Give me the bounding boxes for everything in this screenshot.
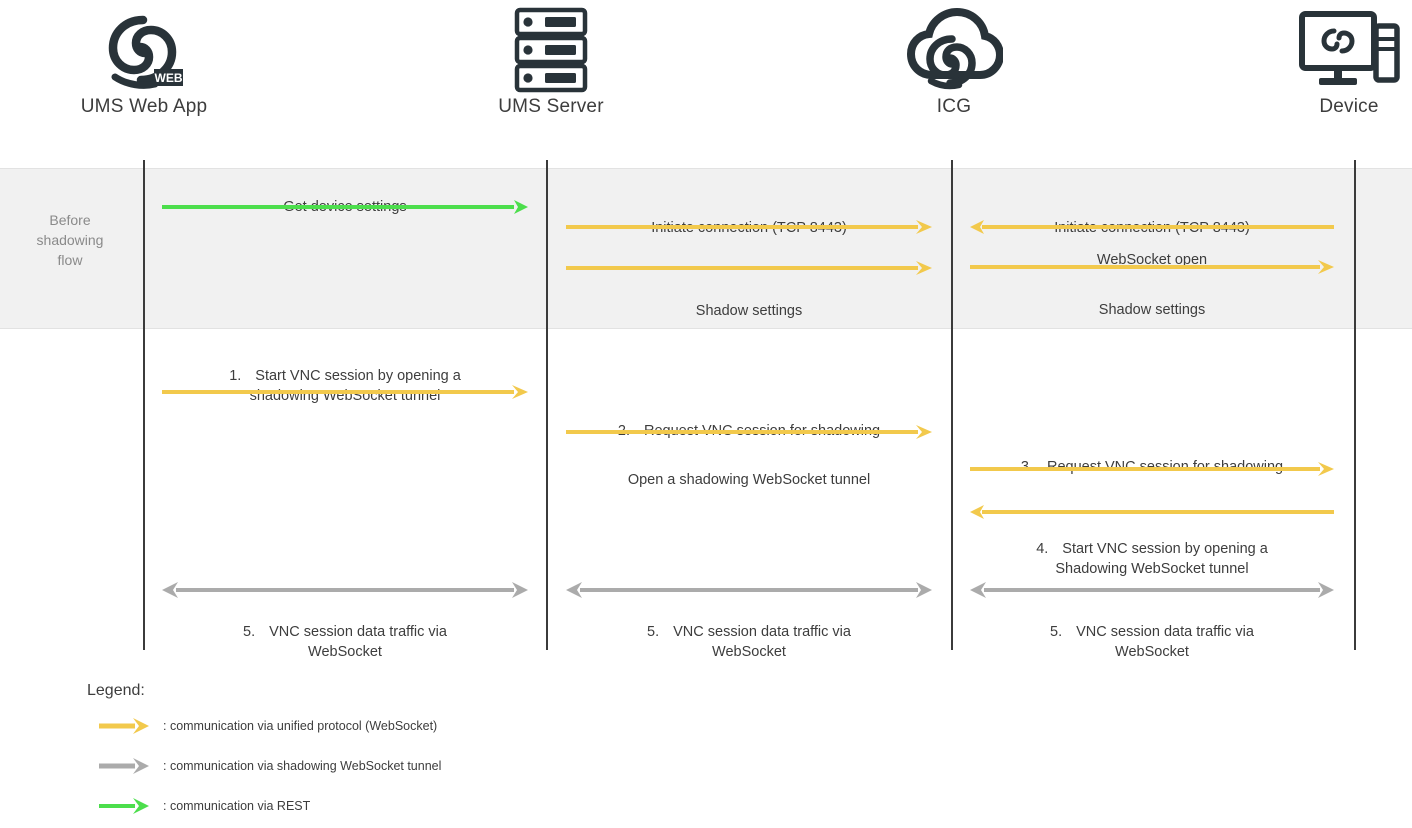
legend-arrow-rest-icon: [99, 798, 149, 814]
message-arrow-initiate-connection-device-icg: [970, 220, 1334, 234]
lifeline-device: [1354, 160, 1356, 650]
legend-arrow-shadowing-tunnel-icon: [99, 758, 149, 774]
message-label-step-5-icg-device: 5.VNC session data traffic via WebSocket: [1050, 624, 1254, 660]
message-arrow-shadow-settings-server-icg: [566, 261, 932, 275]
legend-title: Legend:: [87, 682, 145, 699]
legend-text-shadowing-tunnel: : communication via shadowing WebSocket …: [163, 759, 442, 773]
legend-arrow-unified-protocol-icon: [99, 718, 149, 734]
message-label-step-1: 1.Start VNC session by opening a shadowi…: [229, 368, 461, 404]
actor-device: Device: [1249, 4, 1412, 118]
message-label-step-5-server-icg: 5.VNC session data traffic via WebSocket: [647, 624, 851, 660]
message-label-step-4: 4.Start VNC session by opening a Shadowi…: [1036, 541, 1268, 577]
message-arrow-step-1: [162, 385, 528, 399]
before-shadowing-band-label: Before shadowing flow: [36, 212, 104, 268]
message-arrow-step-5-server-icg: [566, 582, 932, 598]
cloud-gateway-icon: [854, 4, 1054, 96]
legend-text-rest: : communication via REST: [163, 799, 311, 813]
message-arrow-get-device-settings: [162, 200, 528, 214]
legend-item-shadowing-tunnel: : communication via shadowing WebSocket …: [99, 758, 441, 774]
step-number-5-b: 5.: [647, 624, 660, 640]
actor-icg: ICG: [854, 4, 1054, 118]
message-arrow-step-3: [970, 462, 1334, 476]
step-number-5-a: 5.: [243, 624, 256, 640]
step-number-1: 1.: [229, 368, 242, 384]
message-arrow-step-4: [970, 505, 1334, 519]
step-number-4: 4.: [1036, 541, 1049, 557]
legend-text-unified-protocol: : communication via unified protocol (We…: [163, 719, 438, 733]
message-label-shadow-settings-server-icg: Shadow settings: [695, 303, 803, 319]
message-arrow-step-2: [566, 425, 932, 439]
actor-label-icg: ICG: [936, 96, 972, 117]
svg-text:WEB: WEB: [155, 71, 183, 85]
actor-label-device: Device: [1319, 96, 1379, 117]
lifeline-ums-web-app: [143, 160, 145, 650]
desktop-device-icon: [1249, 4, 1412, 96]
message-label-step-5-webapp-server: 5.VNC session data traffic via WebSocket: [243, 624, 447, 660]
lifeline-icg: [951, 160, 953, 650]
message-label-shadow-settings-icg-device: Shadow settings: [1098, 302, 1206, 318]
legend-item-rest: : communication via REST: [99, 798, 310, 814]
server-rack-icon: [451, 4, 651, 96]
lifeline-ums-server: [546, 160, 548, 650]
legend-item-unified-protocol: : communication via unified protocol (We…: [99, 718, 437, 734]
message-arrow-shadow-settings-icg-device: [970, 260, 1334, 274]
message-sublabel-step-2: Open a shadowing WebSocket tunnel: [627, 472, 871, 488]
actor-label-ums-web-app: UMS Web App: [80, 96, 208, 117]
actor-ums-server: UMS Server: [451, 4, 651, 118]
message-arrow-step-5-icg-device: [970, 582, 1334, 598]
actor-label-ums-server: UMS Server: [498, 96, 604, 117]
actor-ums-web-app: WEB UMS Web App: [44, 4, 244, 118]
message-arrow-step-5-webapp-server: [162, 582, 528, 598]
message-arrow-initiate-connection-server-icg: [566, 220, 932, 234]
message-sublabel-websocket-open: WebSocket open: [1096, 252, 1208, 268]
step-number-5-c: 5.: [1050, 624, 1063, 640]
ums-web-app-logo-icon: WEB: [44, 4, 244, 96]
before-shadowing-band: [0, 168, 1412, 329]
